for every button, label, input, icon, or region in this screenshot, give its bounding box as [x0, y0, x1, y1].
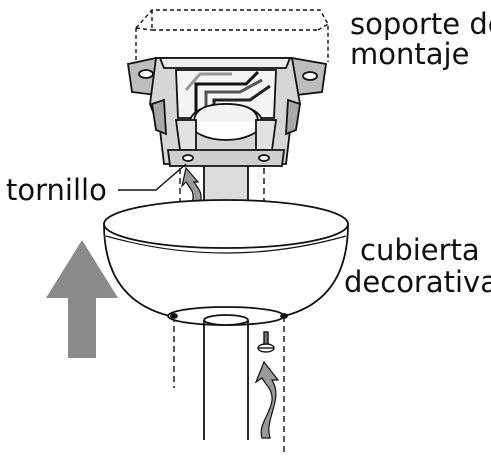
mounting-bracket — [126, 56, 328, 167]
canopy-screw-icon — [257, 331, 275, 353]
canopy-screw-twist-arrow — [254, 360, 280, 439]
downrod-lower — [203, 314, 249, 440]
label-screw: tornillo — [6, 173, 107, 207]
label-canopy-line-2: decorativa — [344, 265, 491, 299]
lift-up-arrow-icon — [46, 240, 118, 358]
label-canopy-line-1: cubierta — [360, 233, 480, 267]
screw-leader-line — [118, 163, 187, 191]
canopy — [103, 199, 349, 326]
label-mounting-bracket-line-2: montaje — [350, 37, 469, 71]
label-mounting-bracket-line-1: soporte de — [350, 7, 491, 41]
ceiling-outlet-box-outline — [135, 9, 329, 64]
